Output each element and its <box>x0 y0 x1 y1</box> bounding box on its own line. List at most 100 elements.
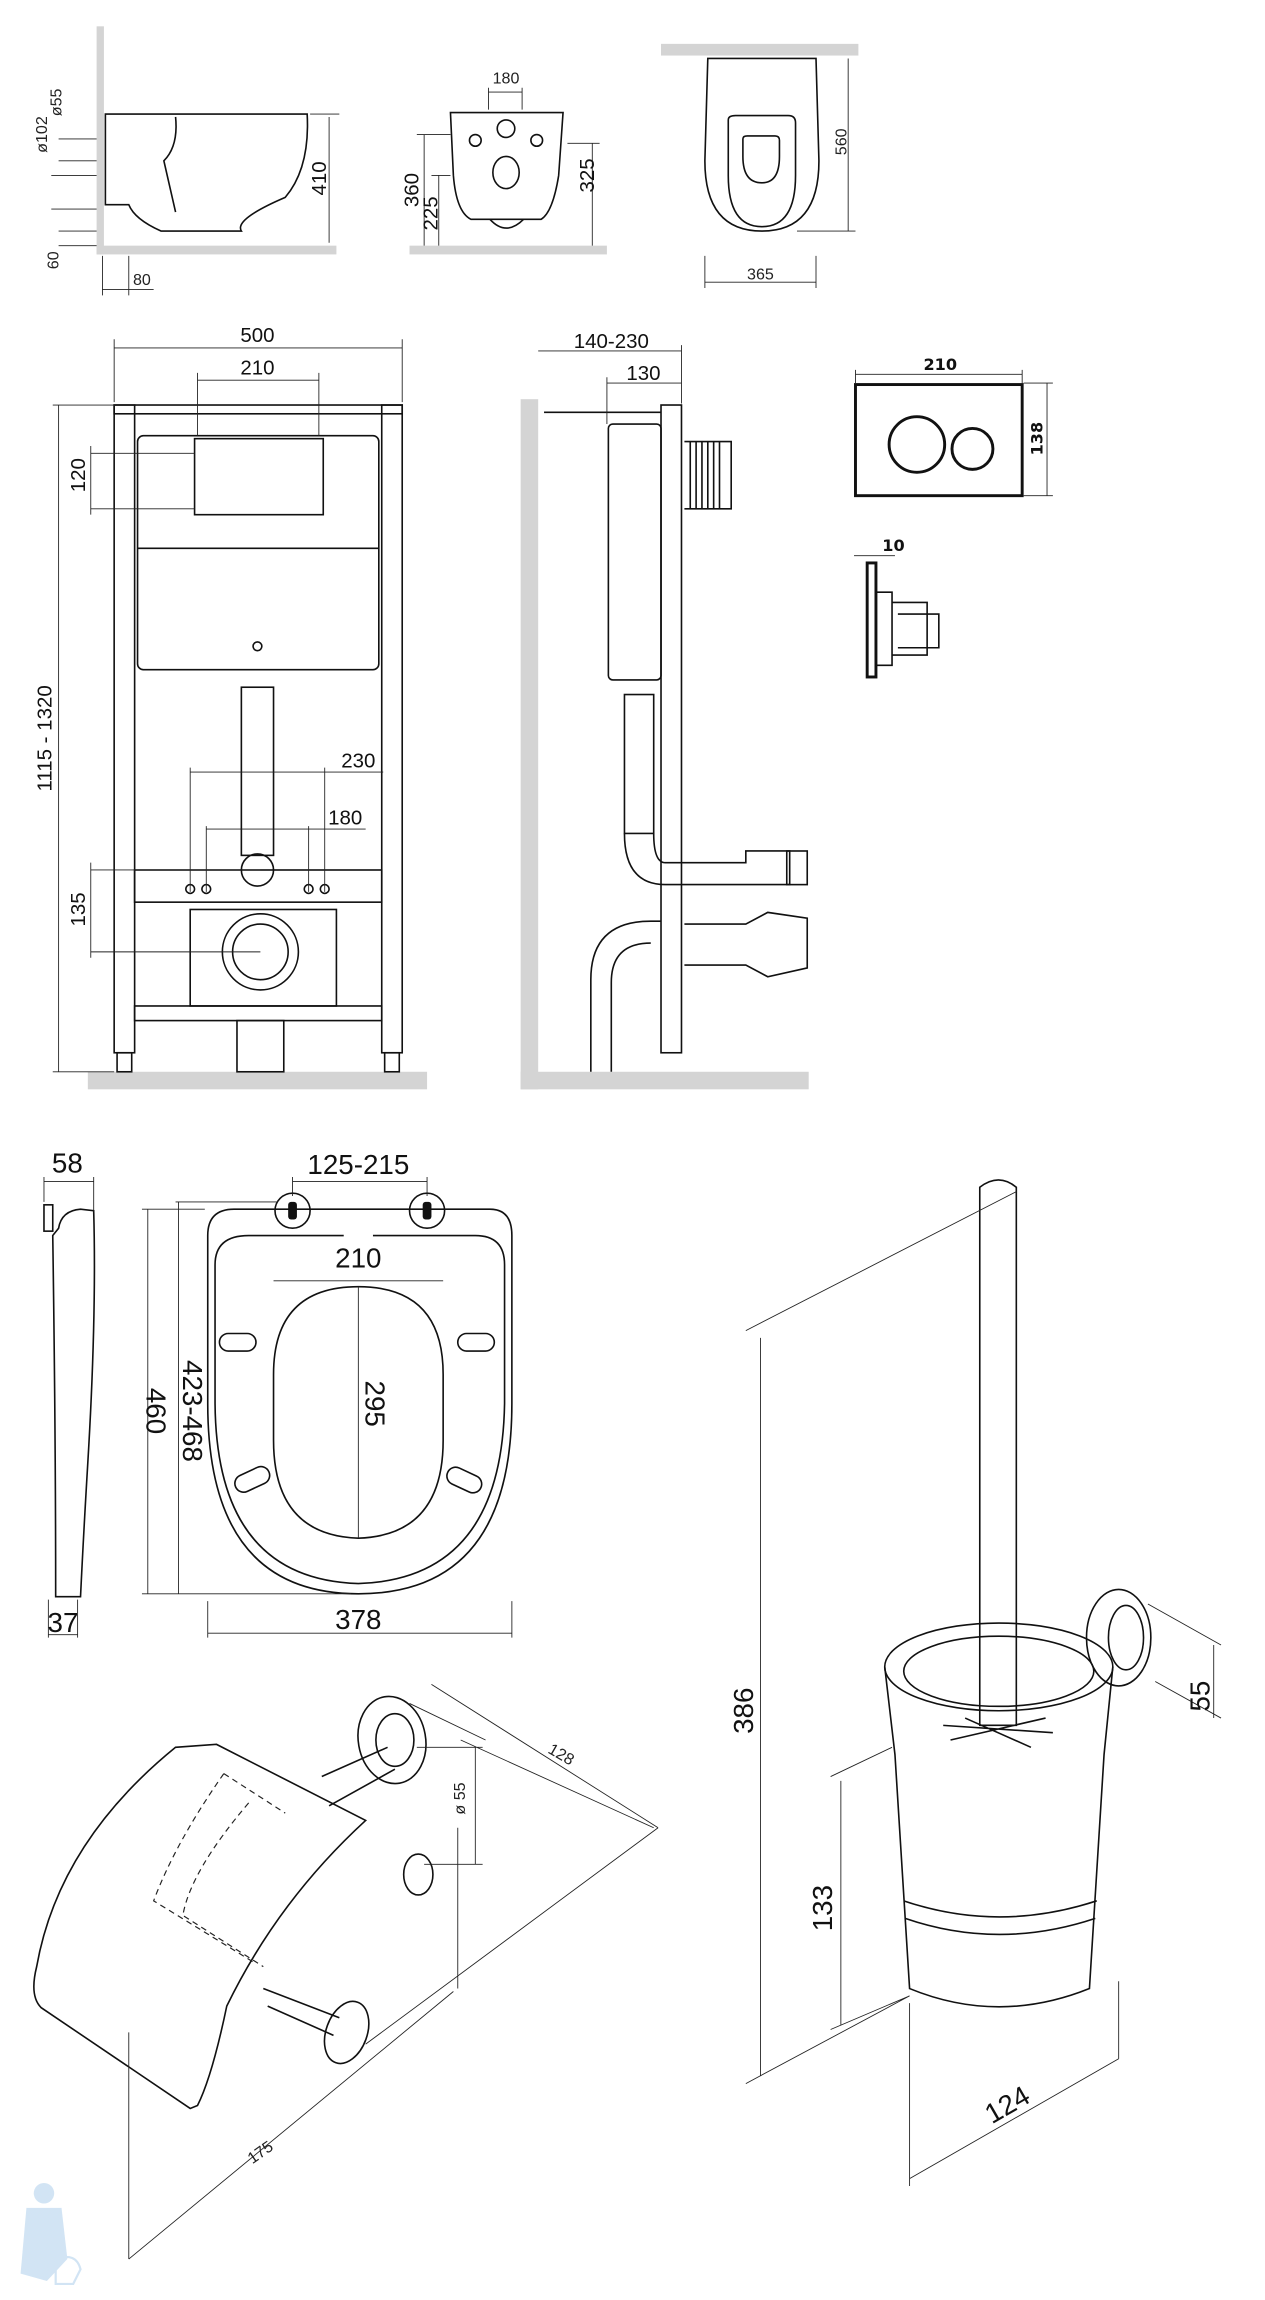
toilet-trap <box>162 116 177 213</box>
installation-frame-front: 500 210 120 1115 - 1320 230 180 135 <box>33 324 428 1090</box>
seat-side-outline <box>51 1208 96 1598</box>
holder-cup <box>883 1666 1114 2008</box>
floor <box>96 245 337 255</box>
frame-right-post <box>380 404 404 1054</box>
dimension-lines <box>538 345 682 425</box>
drain-pipe <box>236 1019 285 1073</box>
dimension-lines <box>141 1177 513 1638</box>
plumber-mascot-watermark <box>20 2183 82 2286</box>
rosette-inner <box>375 1712 415 1768</box>
plate-mechanism <box>875 591 940 667</box>
toilet-side-view: ø55 ø102 60 80 410 <box>33 26 340 296</box>
dim-560: 560 <box>833 128 851 155</box>
dim-d55: ø55 <box>48 88 66 116</box>
dim-500: 500 <box>240 324 274 347</box>
wall-bracket <box>1085 1588 1152 1687</box>
seat-inner-rim <box>214 1234 506 1585</box>
toilet-top-outline <box>704 57 820 232</box>
floor <box>409 245 607 255</box>
dimension-lines <box>128 1684 659 2260</box>
frame-bottom-rail <box>133 1005 383 1022</box>
dim-1115-1320: 1115 - 1320 <box>33 685 56 791</box>
flush-opening <box>193 437 325 516</box>
dim-55-brush: 55 <box>1184 1681 1215 1712</box>
toilet-front-base <box>489 218 525 229</box>
roll-rod <box>263 1987 340 2037</box>
toilet-front-outline <box>449 111 564 221</box>
seat-side-view: 58 37 <box>43 1148 96 1638</box>
dimension-lines <box>43 1177 95 1638</box>
dim-80: 80 <box>133 271 151 289</box>
seat-outer <box>206 1208 513 1595</box>
holder-rim-inner <box>902 1635 1095 1708</box>
cistern-symbol <box>252 641 263 652</box>
flush-elbow <box>623 833 791 886</box>
plate-side <box>865 561 878 679</box>
flush-connector <box>785 850 809 886</box>
bowl-opening <box>742 135 781 184</box>
bolt-hole-left <box>468 133 482 148</box>
dim-124: 124 <box>979 2080 1035 2130</box>
dimension-lines <box>855 369 1053 497</box>
half-flush-button <box>950 426 995 471</box>
dim-125-215: 125-215 <box>307 1149 409 1180</box>
frame-left-post <box>113 404 136 1054</box>
drain-pipe <box>590 920 662 1072</box>
hinge-bolt <box>288 1201 297 1220</box>
dim-460: 460 <box>140 1388 171 1434</box>
inlet-circle <box>496 119 516 139</box>
bumper <box>456 1332 496 1352</box>
wall-rosette <box>357 1695 427 1785</box>
dim-210-plate: 210 <box>924 355 958 374</box>
dim-210: 210 <box>240 356 274 379</box>
dimension-lines <box>745 1191 1222 2186</box>
dim-60: 60 <box>45 251 63 269</box>
hinge-side <box>43 1204 54 1232</box>
frame-post <box>660 404 683 1054</box>
dim-130: 130 <box>626 362 660 385</box>
wall <box>661 43 859 56</box>
flush-plate: 210 138 10 <box>854 355 1053 679</box>
toilet-side-outline <box>104 113 309 232</box>
brush-handle <box>978 1179 1018 1727</box>
full-flush-button <box>887 415 947 474</box>
dim-140-230: 140-230 <box>574 330 649 353</box>
dim-58: 58 <box>52 1148 83 1179</box>
dimension-lines <box>51 113 340 296</box>
outlet-circle <box>492 155 520 190</box>
dim-138: 138 <box>1028 422 1047 456</box>
toilet-brush-holder: 386 133 124 55 <box>728 1179 1222 2186</box>
dim-378: 378 <box>335 1604 381 1635</box>
dim-d55-holder: ø 55 <box>451 1782 469 1814</box>
bolt-hole-right <box>530 133 544 148</box>
plate-outline <box>854 383 1024 498</box>
dim-225: 225 <box>419 196 442 230</box>
dim-120: 120 <box>67 458 90 492</box>
dim-d102: ø102 <box>33 116 51 153</box>
holder-arm <box>321 1746 396 1807</box>
frame-foot-right <box>383 1051 401 1073</box>
dim-230: 230 <box>341 750 375 773</box>
frame-foot-left <box>116 1051 133 1073</box>
dim-180-frame: 180 <box>328 807 362 830</box>
floor <box>87 1071 428 1090</box>
flush-plate-mount <box>684 440 733 510</box>
flush-pipe <box>240 686 275 857</box>
wall-bracket-inner <box>1107 1604 1145 1671</box>
paper-holder: 128 ø 55 175 <box>33 1684 659 2260</box>
cistern <box>136 434 380 671</box>
dim-128: 128 <box>545 1740 577 1769</box>
frame-top-rail <box>113 404 404 415</box>
cover-hidden-lines <box>152 1773 286 1968</box>
dim-423-468: 423-468 <box>177 1360 208 1462</box>
dim-386: 386 <box>728 1688 759 1734</box>
hinge-bolt <box>422 1201 432 1220</box>
drain-connector <box>684 911 809 978</box>
seat-outline <box>727 114 797 228</box>
wall <box>520 399 539 1090</box>
flush-pipe <box>623 693 655 835</box>
toilet-top-view: 560 365 <box>661 43 859 289</box>
dimension-lines <box>704 58 856 289</box>
dim-210-seat: 210 <box>335 1243 381 1274</box>
